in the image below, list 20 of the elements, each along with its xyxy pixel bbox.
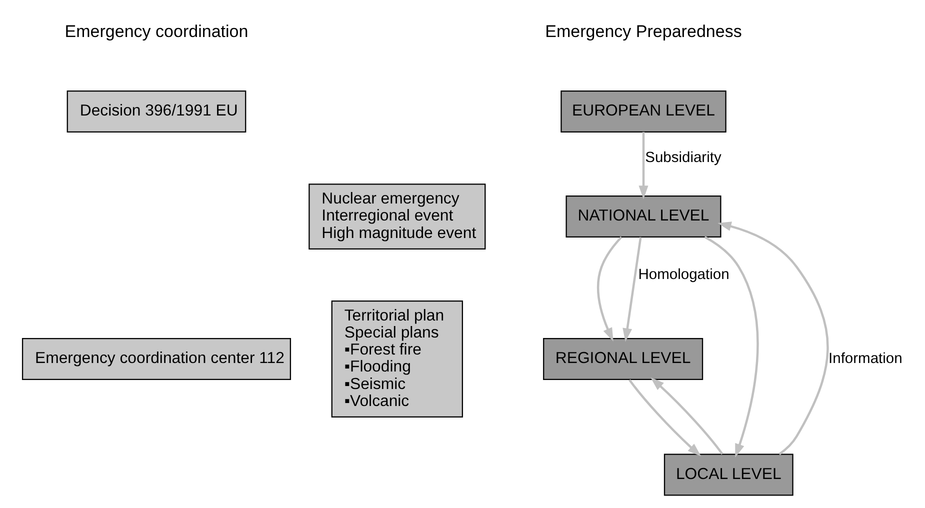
- edge-label: Information: [828, 350, 902, 367]
- node-box: EUROPEAN LEVEL: [560, 90, 726, 133]
- edge-label: Homologation: [638, 266, 729, 283]
- arrow: [704, 236, 758, 458]
- arrow: [628, 379, 701, 456]
- arrow: [650, 377, 723, 455]
- node-box: Decision 396/1991 EU: [66, 90, 246, 133]
- node-box: REGIONAL LEVEL: [542, 338, 703, 380]
- arrow: [622, 237, 642, 342]
- arrow: [596, 236, 622, 342]
- edge-label: Subsidiarity: [644, 150, 721, 166]
- arrow: [638, 132, 648, 200]
- node-box: Nuclear emergency Interregional event High magnitude event: [308, 184, 486, 250]
- label: Emergency coordination: [64, 22, 248, 42]
- node-box: Emergency coordination center 112: [21, 338, 291, 380]
- arrow: [717, 222, 828, 456]
- node-box: NATIONAL LEVEL: [565, 196, 721, 238]
- node-box: Territorial plan Special plans ▪Forest fire ▪Flooding ▪Seismic ▪Volcanic: [330, 300, 462, 418]
- node-box: LOCAL LEVEL: [663, 454, 793, 496]
- label: Emergency Preparedness: [544, 22, 742, 42]
